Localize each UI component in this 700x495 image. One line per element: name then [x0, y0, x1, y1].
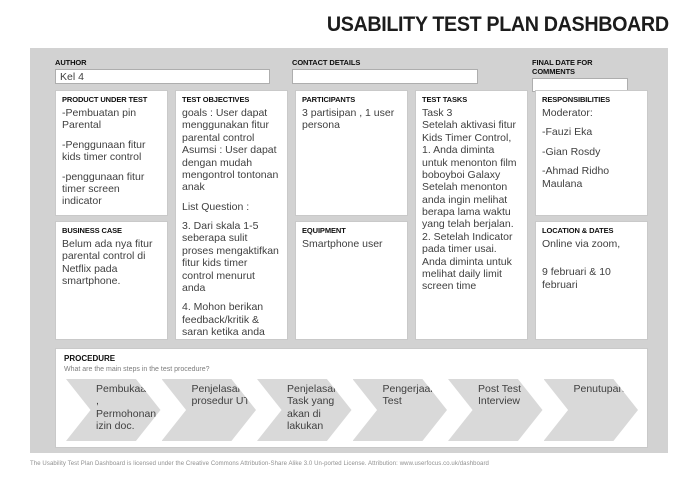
test-objectives-label: TEST OBJECTIVES — [182, 95, 250, 104]
equipment-label: EQUIPMENT — [302, 226, 346, 235]
procedure-step-1: Pembukaan , Permohonan izin doc. — [66, 379, 161, 441]
footer-license: The Usability Test Plan Dashboard is lic… — [30, 461, 489, 467]
header-row: AUTHOR CONTACT DETAILS FINAL DATE FOR CO… — [55, 56, 648, 92]
final-date-label: FINAL DATE FOR COMMENTS — [532, 58, 593, 76]
column-3: PARTICIPANTS 3 partisipan , 1 user perso… — [295, 90, 408, 340]
product-under-test-body: -Pembuatan pin Parental-Penggunaan fitur… — [62, 107, 146, 215]
column-5: RESPONSIBILITIES Moderator:-Fauzi Eka-Gi… — [535, 90, 648, 340]
procedure-label: PROCEDURE — [64, 354, 116, 363]
column-4: TEST TASKS Task 3 Setelah aktivasi fitur… — [415, 90, 528, 340]
test-tasks-label: TEST TASKS — [422, 95, 468, 104]
procedure-step-2: Penjelasan prosedur UT — [161, 379, 256, 441]
final-date-section: FINAL DATE FOR COMMENTS — [532, 56, 628, 92]
procedure-hint: What are the main steps in the test proc… — [64, 366, 210, 373]
location-dates-label: LOCATION & DATES — [542, 226, 614, 235]
contact-details-label: CONTACT DETAILS — [292, 58, 361, 67]
page-title: USABILITY TEST PLAN DASHBOARD — [327, 13, 669, 36]
author-input[interactable] — [55, 69, 270, 84]
card-business-case: BUSINESS CASE Belum ada nya fitur parent… — [55, 221, 168, 340]
author-label: AUTHOR — [55, 58, 87, 67]
dashboard: AUTHOR CONTACT DETAILS FINAL DATE FOR CO… — [30, 48, 668, 453]
business-case-label: BUSINESS CASE — [62, 226, 122, 235]
responsibilities-body: Moderator:-Fauzi Eka-Gian Rosdy-Ahmad Ri… — [542, 107, 610, 190]
column-2: TEST OBJECTIVES goals : User dapat mengg… — [175, 90, 288, 340]
cards-grid: PRODUCT UNDER TEST -Pembuatan pin Parent… — [55, 90, 648, 340]
procedure-step-4: Pengerjaan Test — [352, 379, 447, 441]
procedure-steps: Pembukaan , Permohonan izin doc. Penjela… — [66, 379, 639, 441]
contact-details-input[interactable] — [292, 69, 478, 84]
card-procedure: PROCEDURE What are the main steps in the… — [55, 348, 648, 448]
contact-section: CONTACT DETAILS — [292, 56, 478, 89]
card-test-objectives: TEST OBJECTIVES goals : User dapat mengg… — [175, 90, 288, 340]
card-test-tasks: TEST TASKS Task 3 Setelah aktivasi fitur… — [415, 90, 528, 340]
card-equipment: EQUIPMENT Smartphone user — [295, 221, 408, 340]
participants-label: PARTICIPANTS — [302, 95, 356, 104]
card-responsibilities: RESPONSIBILITIES Moderator:-Fauzi Eka-Gi… — [535, 90, 648, 216]
test-tasks-body: Task 3 Setelah aktivasi fitur Kids Timer… — [422, 107, 517, 293]
test-objectives-body: goals : User dapat menggunakan fitur par… — [182, 107, 279, 339]
column-1: PRODUCT UNDER TEST -Pembuatan pin Parent… — [55, 90, 168, 340]
procedure-step-6: Penutupan — [543, 379, 638, 441]
location-dates-body: Online via zoom,9 februari & 10 februari — [542, 238, 621, 291]
procedure-step-3: Penjelasan Task yang akan di lakukan — [257, 379, 352, 441]
participants-body: 3 partisipan , 1 user persona — [302, 107, 395, 132]
card-location-dates: LOCATION & DATES Online via zoom,9 febru… — [535, 221, 648, 340]
author-section: AUTHOR — [55, 56, 270, 89]
card-product-under-test: PRODUCT UNDER TEST -Pembuatan pin Parent… — [55, 90, 168, 216]
card-participants: PARTICIPANTS 3 partisipan , 1 user perso… — [295, 90, 408, 216]
business-case-body: Belum ada nya fitur parental control di … — [62, 238, 153, 288]
procedure-step-5: Post Test Interview — [448, 379, 543, 441]
equipment-body: Smartphone user — [302, 238, 383, 250]
product-under-test-label: PRODUCT UNDER TEST — [62, 95, 148, 104]
responsibilities-label: RESPONSIBILITIES — [542, 95, 610, 104]
